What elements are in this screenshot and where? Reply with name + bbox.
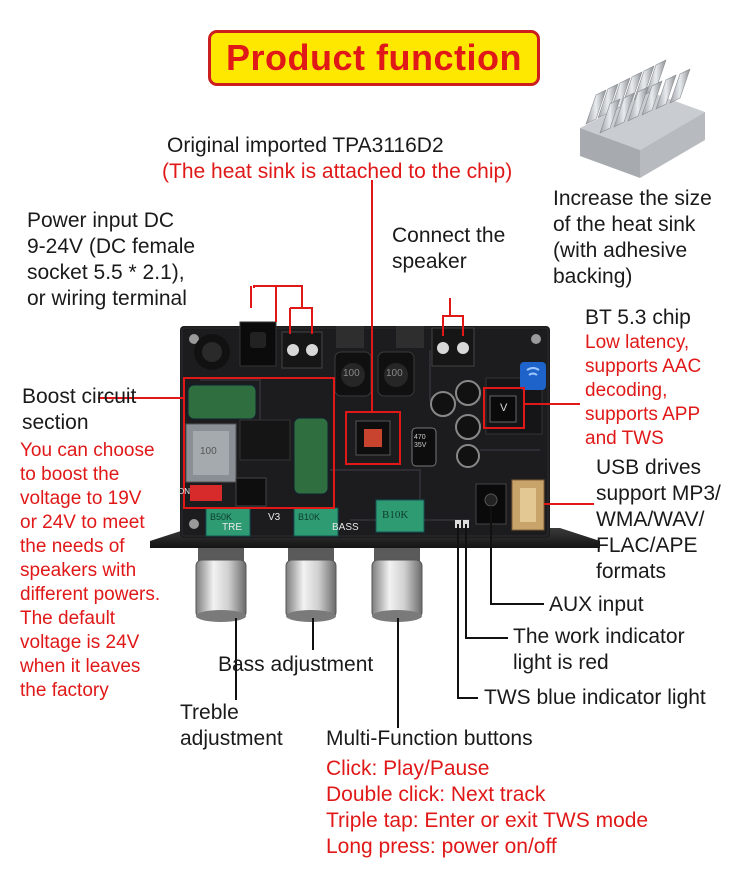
mfb-note: Double click: Next track <box>326 783 546 806</box>
boost-note: voltage to 19V <box>20 488 142 509</box>
bt-note: and TWS <box>585 428 664 449</box>
usb-line: formats <box>596 560 667 583</box>
aux-label: AUX input <box>549 593 644 616</box>
bt-note: Low latency, <box>585 332 690 353</box>
speaker-line: Connect the <box>392 224 506 247</box>
knobs <box>195 548 423 622</box>
boost-note: voltage is 24V <box>20 632 140 653</box>
leader-lines-red <box>98 180 594 505</box>
mfb-section: Multi-Function buttons Click: Play/Pause… <box>326 726 648 860</box>
mfb-note: Long press: power on/off <box>326 835 557 858</box>
bt-chip-label: V <box>500 402 508 414</box>
boost-note: or 24V to meet <box>20 512 145 533</box>
inductor-label-2: 100 <box>386 368 403 379</box>
boost-inductor-label: 100 <box>200 446 217 457</box>
treble-label: Treble adjustment <box>180 700 283 752</box>
chip-note: (The heat sink is attached to the chip) <box>162 160 513 183</box>
heatsink-line: backing) <box>553 265 633 288</box>
page-title: Product function <box>226 37 522 78</box>
bt-highlight <box>483 387 525 429</box>
boost-note: The default <box>20 608 116 629</box>
usb-line: support MP3/ <box>596 482 721 505</box>
circuit-board <box>180 321 550 538</box>
bt-note: supports APP <box>585 404 701 425</box>
boost-note: speakers with <box>20 560 137 581</box>
treble-line: adjustment <box>180 727 283 750</box>
usb-line: USB drives <box>596 456 702 479</box>
power-input-label: Power input DC 9-24V (DC female socket 5… <box>27 208 195 312</box>
bt-section: BT 5.3 chip Low latency, supports AAC de… <box>585 305 701 451</box>
power-line: Power input DC <box>27 209 175 232</box>
power-line: socket 5.5 * 2.1), <box>27 261 185 284</box>
boost-note: different powers. <box>20 584 161 605</box>
heatsink-product-icon <box>580 59 705 178</box>
pot-label-mfb: B10K <box>382 509 409 521</box>
main-inductors <box>334 326 424 397</box>
boost-label: section <box>22 411 89 434</box>
boost-notes: You can choose to boost the voltage to 1… <box>20 439 160 703</box>
leader-lines-black <box>235 506 544 728</box>
multifunction-knob <box>371 548 423 622</box>
tws-light-label: TWS blue indicator light <box>484 686 706 709</box>
usb-label: USB drives support MP3/ WMA/WAV/ FLAC/AP… <box>596 455 721 585</box>
heatsink-label: Increase the size of the heat sink (with… <box>553 186 712 290</box>
boost-switch <box>190 485 222 501</box>
boost-highlight <box>183 377 335 509</box>
boost-note: the needs of <box>20 536 125 557</box>
capacitor-label: 470 35V <box>414 434 427 449</box>
bluetooth-antenna-icon <box>520 362 546 390</box>
chip-label: Original imported TPA3116D2 <box>167 134 444 157</box>
bt-note: decoding, <box>585 380 668 401</box>
usb-line: FLAC/APE <box>596 534 698 557</box>
mfb-label: Multi-Function buttons <box>326 727 533 750</box>
pot-label-bass: B10K <box>298 512 321 522</box>
power-line: 9-24V (DC female <box>27 235 196 258</box>
work-indicator-line: light is red <box>513 651 609 674</box>
boost-note: to boost the <box>20 464 120 485</box>
power-line: or wiring terminal <box>27 287 187 310</box>
work-indicator-line: The work indicator <box>513 625 685 648</box>
speaker-line: speaker <box>392 250 467 273</box>
mfb-note: Triple tap: Enter or exit TWS mode <box>326 809 649 832</box>
speaker-label: Connect the speaker <box>392 223 505 275</box>
bass-knob <box>285 548 337 622</box>
bt-note: supports AAC <box>585 356 702 377</box>
pot-label-treble: B50K <box>210 512 233 522</box>
heatsink-line: of the heat sink <box>553 213 696 236</box>
mfb-note: Click: Play/Pause <box>326 757 490 780</box>
heatsink-line: (with adhesive <box>553 239 688 262</box>
usb-line: WMA/WAV/ <box>596 508 705 531</box>
board-label-bass: BASS <box>332 522 359 533</box>
boost-note: the factory <box>20 680 109 701</box>
page-title-box: Product function <box>208 30 540 86</box>
board-label-v3: V3 <box>268 512 281 523</box>
boost-label: Boost circuit <box>22 385 137 408</box>
boost-note: when it leaves <box>20 656 141 677</box>
switch-label: ON <box>178 487 190 496</box>
board-label-tre: TRE <box>222 522 242 533</box>
treble-knob <box>195 548 247 622</box>
treble-line: Treble <box>180 701 239 724</box>
bt-label: BT 5.3 chip <box>585 306 691 329</box>
bass-label: Bass adjustment <box>218 653 374 676</box>
boost-section: Boost circuit section <box>22 384 136 436</box>
work-indicator-label: The work indicator light is red <box>513 624 685 676</box>
inductor-label-1: 100 <box>343 368 360 379</box>
boost-note: You can choose <box>20 440 155 461</box>
heatsink-line: Increase the size <box>553 187 712 210</box>
